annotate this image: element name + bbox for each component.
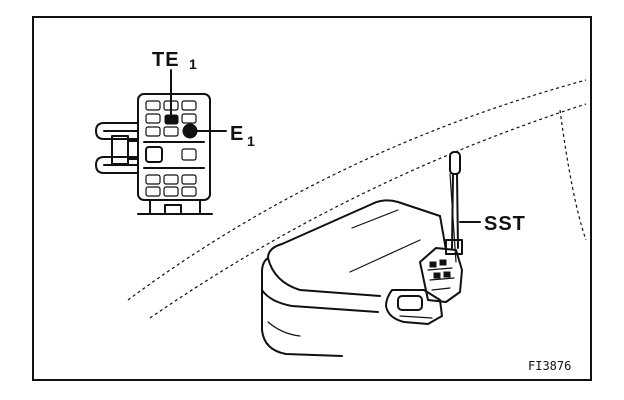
e1-terminal	[182, 123, 198, 139]
check-connector	[95, 69, 227, 215]
te1-label: TE	[152, 49, 180, 71]
figure-frame	[32, 16, 592, 381]
terminal-block-bottom	[145, 174, 197, 197]
e1-label: E	[230, 123, 244, 145]
sst-label: SST	[484, 213, 526, 235]
figure-code: FI3876	[528, 359, 571, 373]
sst-tool	[445, 151, 463, 263]
e1-label-subscript: 1	[247, 133, 255, 149]
body-panel-lines	[127, 79, 587, 319]
terminal-block-top	[145, 100, 198, 139]
te1-label-subscript: 1	[189, 56, 197, 72]
connector-box	[261, 151, 481, 357]
